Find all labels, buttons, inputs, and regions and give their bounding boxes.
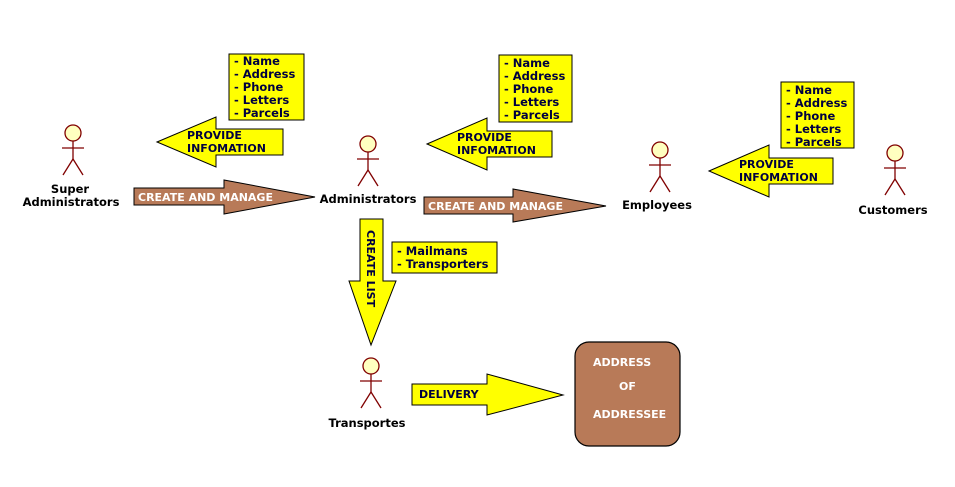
stick-figure-icon <box>357 135 379 187</box>
note-line: - Transporters <box>397 257 489 271</box>
actor-label: Administrators <box>23 195 120 209</box>
note-line: - Address <box>786 96 847 110</box>
arrow-right-icon <box>423 188 607 223</box>
note-line: - Mailmans <box>397 244 468 258</box>
destination-label: ADDRESSEE <box>593 408 666 421</box>
actor-label: Administrators <box>320 192 417 206</box>
create-and-manage-arrow-2[interactable]: CREATE AND MANAGE <box>423 188 607 223</box>
arrow-left-icon <box>155 116 284 168</box>
note-line: - Letters <box>504 95 559 109</box>
actor-customers[interactable]: Customers <box>858 144 928 217</box>
arrow-label: PROVIDE <box>457 131 512 144</box>
arrow-label: PROVIDE <box>187 129 242 142</box>
note-line: - Address <box>504 69 565 83</box>
arrow-label: CREATE AND MANAGE <box>428 200 563 213</box>
note-line: - Phone <box>786 109 835 123</box>
arrow-label: CREATE LIST <box>364 230 377 308</box>
destination-label: OF <box>619 380 636 393</box>
stick-figure-icon <box>884 144 906 196</box>
note-line: - Parcels <box>234 106 290 120</box>
stick-figure-icon <box>360 357 382 409</box>
note-line: - Name <box>234 54 280 68</box>
actor-transportes[interactable]: Transportes <box>329 357 406 430</box>
actor-label: Employees <box>622 198 692 212</box>
staff-note: - Mailmans - Transporters <box>391 241 498 274</box>
provide-information-arrow-1[interactable]: PROVIDE INFOMATION <box>155 116 284 168</box>
arrow-label: PROVIDE <box>739 158 794 171</box>
arrow-left-icon <box>425 117 553 171</box>
note-line: - Phone <box>234 80 283 94</box>
stick-figure-icon <box>62 124 84 176</box>
provide-information-arrow-3[interactable]: PROVIDE INFOMATION <box>707 144 834 198</box>
note-line: - Address <box>234 67 295 81</box>
actor-super-administrators[interactable]: Super Administrators <box>23 124 120 209</box>
note-line: - Name <box>786 83 832 97</box>
actor-label: Customers <box>858 203 927 217</box>
actor-label: Super <box>51 182 90 196</box>
info-note-3: - Name - Address - Phone - Letters - Par… <box>780 81 855 149</box>
note-line: - Parcels <box>504 108 560 122</box>
create-list-arrow[interactable]: CREATE LIST <box>348 218 397 347</box>
destination-label: ADDRESS <box>593 356 651 369</box>
note-line: - Phone <box>504 82 553 96</box>
address-of-addressee-box[interactable]: ADDRESS OF ADDRESSEE <box>574 341 681 447</box>
note-line: - Name <box>504 56 550 70</box>
arrow-label: INFOMATION <box>457 144 536 157</box>
note-line: - Letters <box>786 122 841 136</box>
note-line: - Parcels <box>786 135 842 149</box>
actor-label: Transportes <box>329 416 406 430</box>
arrow-label: INFOMATION <box>187 142 266 155</box>
note-line: - Letters <box>234 93 289 107</box>
arrow-label: CREATE AND MANAGE <box>138 191 273 204</box>
arrow-left-icon <box>707 144 834 198</box>
provide-information-arrow-2[interactable]: PROVIDE INFOMATION <box>425 117 553 171</box>
arrow-right-icon <box>133 179 316 215</box>
info-note-1: - Name - Address - Phone - Letters - Par… <box>228 53 305 121</box>
create-and-manage-arrow-1[interactable]: CREATE AND MANAGE <box>133 179 316 215</box>
actor-employees[interactable]: Employees <box>622 141 692 212</box>
delivery-arrow[interactable]: DELIVERY <box>411 373 565 416</box>
info-note-2: - Name - Address - Phone - Letters - Par… <box>498 54 573 123</box>
arrow-label: DELIVERY <box>419 388 480 401</box>
actor-administrators[interactable]: Administrators <box>320 135 417 206</box>
stick-figure-icon <box>649 141 671 193</box>
arrow-right-icon <box>411 373 565 416</box>
arrow-down-icon <box>348 218 397 347</box>
arrow-label: INFOMATION <box>739 171 818 184</box>
